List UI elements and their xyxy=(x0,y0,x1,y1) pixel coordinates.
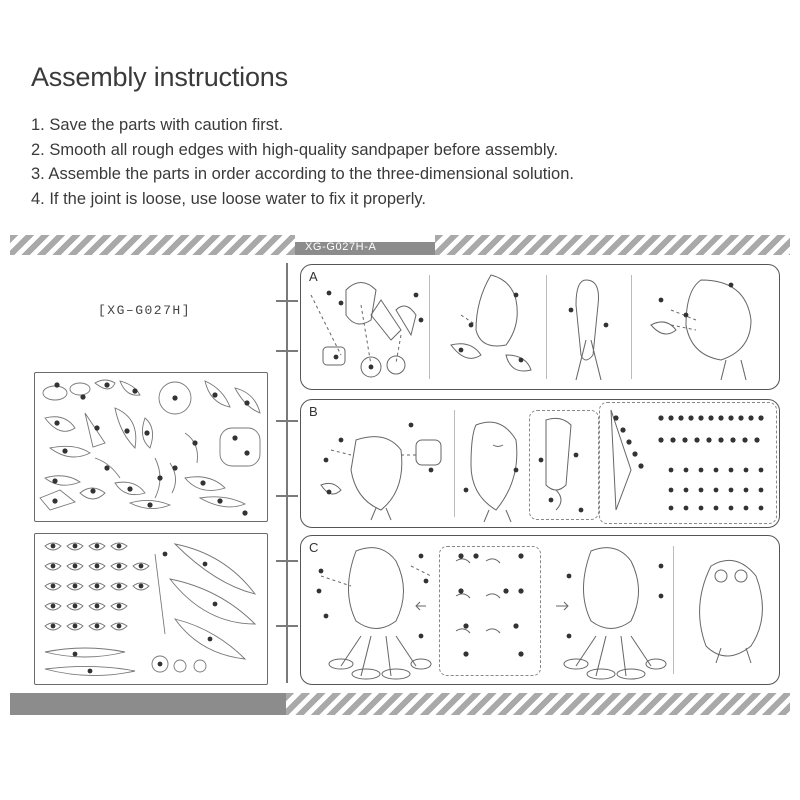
step-4: 4. If the joint is loose, use loose wate… xyxy=(31,189,426,208)
bottom-solid-band xyxy=(10,693,286,715)
parts-inset-2 xyxy=(599,402,777,524)
assembly-panel-c: C xyxy=(300,535,780,685)
panel-letter-a: A xyxy=(309,269,318,284)
parts-inset-1 xyxy=(529,410,599,520)
step-3: 3. Assemble the parts in order according… xyxy=(31,165,574,184)
panel-a-drawing xyxy=(310,274,752,381)
panel-b-drawing xyxy=(320,409,764,523)
assembly-panel-a: A xyxy=(300,264,780,390)
panel-letter-c: C xyxy=(309,540,319,555)
parts-sheet-2 xyxy=(34,533,268,685)
step-2: 2. Smooth all rough edges with high-qual… xyxy=(31,140,559,159)
instruction-steps: 1. Save the parts with caution first. 2.… xyxy=(31,113,574,211)
rule-tick xyxy=(276,420,298,422)
panel-c-drawing xyxy=(316,547,763,680)
sheet-code-bar: XG-G027H-A xyxy=(295,241,435,255)
assembly-panel-b: B xyxy=(300,399,780,528)
rule-tick xyxy=(276,625,298,627)
vertical-rule xyxy=(286,263,288,683)
bottom-stripe-band xyxy=(286,693,790,715)
parts-sheet-2-drawing xyxy=(44,542,257,676)
panel-divider xyxy=(454,410,455,517)
parts-sheet-1 xyxy=(34,372,268,522)
parts-sheet-1-drawing xyxy=(39,379,261,516)
top-stripe-band-right xyxy=(435,235,790,255)
panel-divider xyxy=(673,546,674,674)
panel-divider xyxy=(631,275,632,379)
model-code: [XG–G027H] xyxy=(98,303,192,318)
step-1: 1. Save the parts with caution first. xyxy=(31,116,284,134)
rule-tick xyxy=(276,300,298,302)
page-title: Assembly instructions xyxy=(31,62,288,92)
rule-tick xyxy=(276,495,298,497)
rule-tick xyxy=(276,350,298,352)
top-stripe-band xyxy=(10,235,295,255)
sheet-code: XG-G027H-A xyxy=(305,241,377,253)
panel-divider xyxy=(429,275,430,379)
rule-tick xyxy=(276,560,298,562)
panel-divider xyxy=(546,275,547,379)
panel-letter-b: B xyxy=(309,404,318,419)
parts-inset-3 xyxy=(439,546,541,676)
